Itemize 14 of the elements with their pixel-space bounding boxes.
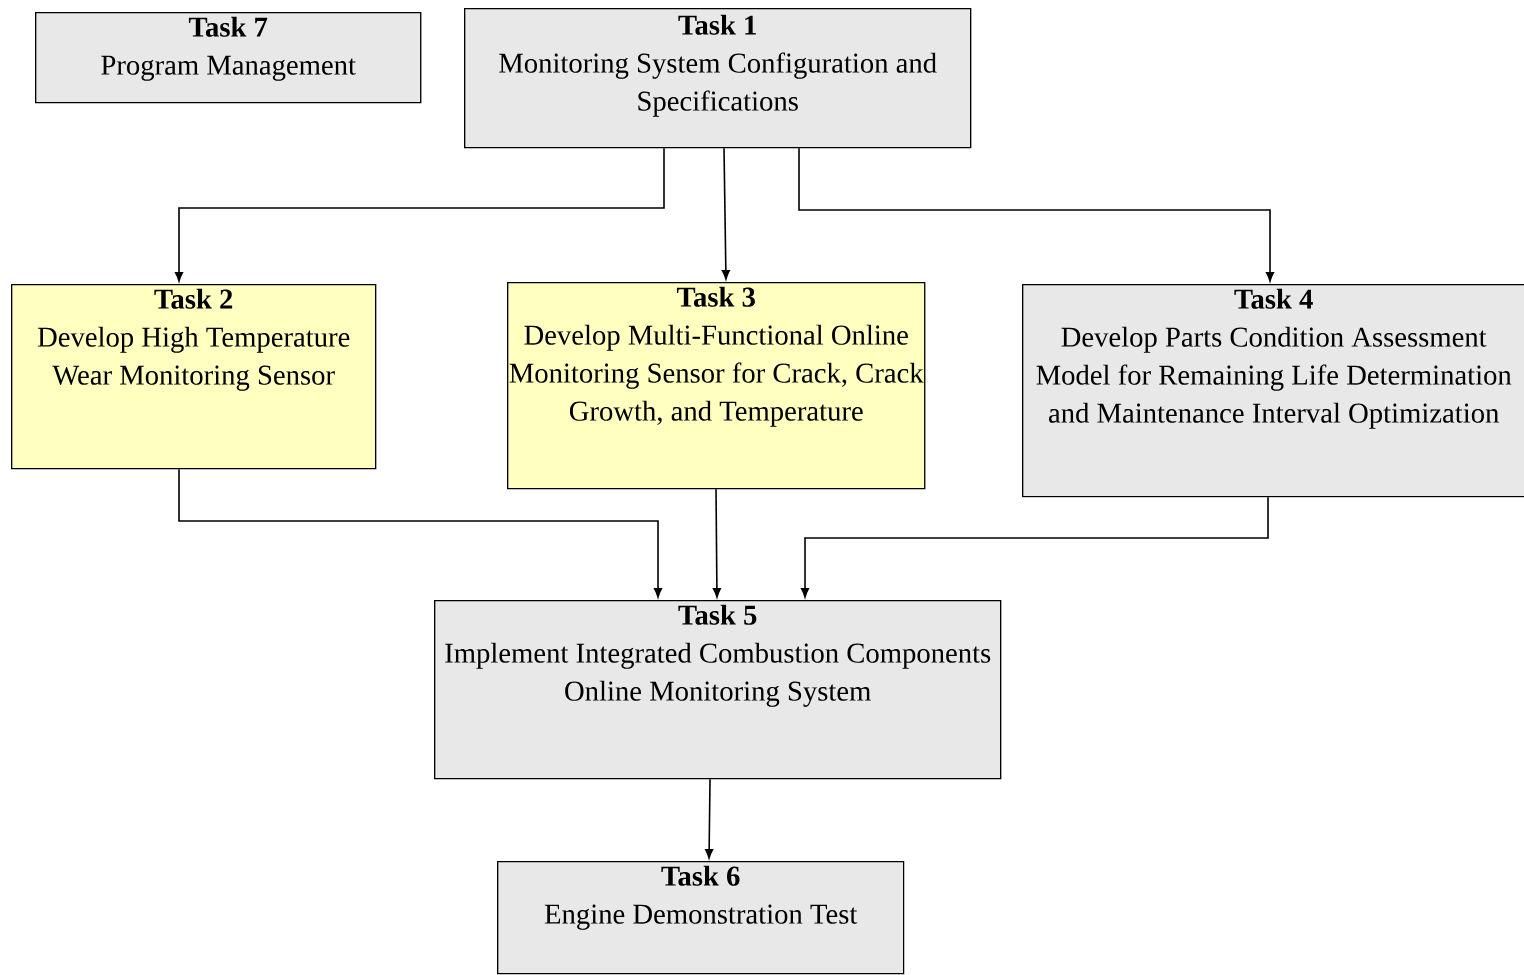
task-box: Task 1 Monitoring System Configuration and Specifications — [464, 8, 972, 149]
arrow — [705, 778, 714, 859]
task-box: Task 4 Develop Parts Condition Assessment Model for Remaining Life Determination and Maintenance Interval Optimization — [1022, 284, 1524, 498]
task-box: Task 3 Develop Multi-Functional Online Monitoring Sensor for Crack, Crack Growth, and Temperature — [507, 282, 926, 490]
arrow — [721, 147, 730, 280]
arrow — [800, 496, 1269, 598]
arrow — [712, 488, 721, 598]
task-box: Task 6 Engine Demonstration Test — [497, 861, 905, 975]
arrow — [174, 147, 665, 282]
task-box: Task 2 Develop High Temperature Wear Monitoring Sensor — [11, 284, 377, 470]
task-box: Task 5 Implement Integrated Combustion Components Online Monitoring System — [434, 600, 1002, 780]
arrow — [178, 468, 663, 598]
arrow — [798, 147, 1275, 282]
task-box: Task 7 Program Management — [35, 12, 422, 104]
